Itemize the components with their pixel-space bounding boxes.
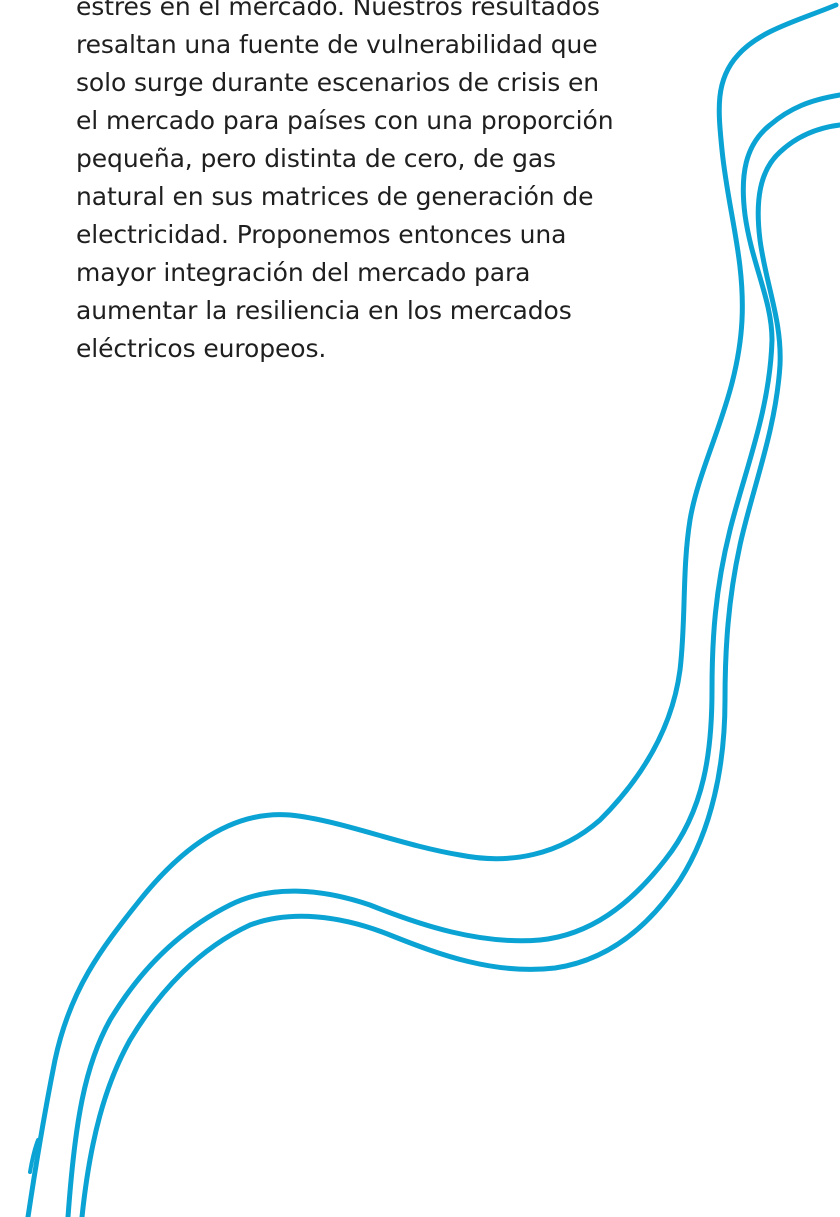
paragraph-line-3: solo surge durante escenarios de crisis … — [76, 68, 600, 97]
paragraph-line-1: estrés en el mercado. Nuestros resultado… — [76, 0, 600, 21]
paragraph-line-9: aumentar la resiliencia en los mercados — [76, 296, 572, 325]
paragraph-line-8: mayor integración del mercado para — [76, 258, 531, 287]
body-paragraph: estrés en el mercado. Nuestros resultado… — [76, 0, 676, 368]
paragraph-line-2: resaltan una fuente de vulnerabilidad qu… — [76, 30, 598, 59]
paragraph-line-7: electricidad. Proponemos entonces una — [76, 220, 567, 249]
paragraph-line-5: pequeña, pero distinta de cero, de gas — [76, 144, 556, 173]
paragraph-line-6: natural en sus matrices de generación de — [76, 182, 594, 211]
paragraph-line-4: el mercado para países con una proporció… — [76, 106, 614, 135]
paragraph-line-10: eléctricos europeos. — [76, 334, 327, 363]
decor-line-tick — [28, 1138, 40, 1174]
